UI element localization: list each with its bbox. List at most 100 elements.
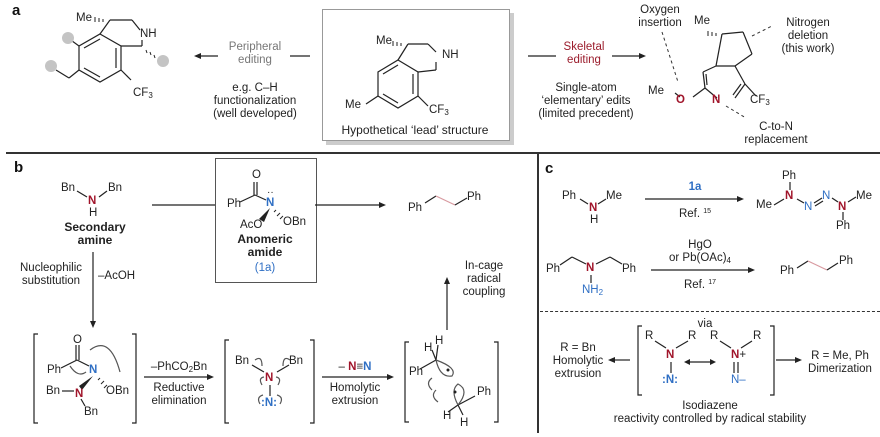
rxn1-me: Me bbox=[606, 190, 622, 202]
lead-atom-me2: Me bbox=[345, 99, 361, 111]
int1-n-amide: N bbox=[89, 364, 98, 376]
int3-ph-right: Ph bbox=[477, 386, 492, 398]
int2-bn-right: Bn bbox=[289, 355, 304, 367]
rxn2-product-ph-left: Ph bbox=[780, 265, 795, 277]
step3-reagent: – N≡N bbox=[338, 361, 372, 373]
edited-atom-o: O bbox=[676, 94, 685, 106]
anomeric-amide-id: (1a) bbox=[254, 262, 276, 274]
int1-ph: Ph bbox=[47, 364, 62, 376]
lead-atom-nh: NH bbox=[442, 49, 459, 61]
rxn2-product-ph-right: Ph bbox=[839, 255, 854, 267]
rxn2-ref: Ref. 17 bbox=[683, 279, 717, 291]
amide-lone-pair: ·· bbox=[267, 187, 274, 198]
atom-me: Me bbox=[76, 12, 92, 24]
edited-atom-me2: Me bbox=[648, 85, 664, 97]
tetrazene-n2: N bbox=[804, 201, 813, 213]
int1-o: O bbox=[73, 334, 82, 346]
int1-n-amine: N bbox=[75, 388, 84, 400]
int3-ph-left: Ph bbox=[409, 366, 424, 378]
int3-h4: H bbox=[460, 417, 469, 429]
edited-atom-n: N bbox=[712, 94, 721, 106]
int2-n: N bbox=[265, 372, 274, 384]
lead-structure-box bbox=[322, 9, 510, 141]
tetrazene-me-left: Me bbox=[756, 199, 772, 211]
rxn1-ref: Ref. 15 bbox=[678, 208, 712, 220]
int1-bn-left: Bn bbox=[46, 385, 61, 397]
iso-n3: N+ bbox=[731, 349, 747, 361]
rxn2-ph-right: Ph bbox=[622, 263, 637, 275]
amide-obn: OBn bbox=[283, 216, 307, 228]
panel-c-label: c bbox=[545, 160, 554, 177]
rxn2-n: N bbox=[586, 262, 595, 274]
rxn1-n: N bbox=[589, 202, 598, 214]
step2-reagent: –PhCO2Bn bbox=[150, 361, 208, 374]
atom-nh: NH bbox=[140, 28, 157, 40]
vertical-divider bbox=[537, 153, 539, 433]
int3-h2: H bbox=[435, 335, 444, 347]
product-ph-left: Ph bbox=[408, 202, 423, 214]
modification-dot bbox=[45, 60, 57, 72]
tetrazene-ph-bottom: Ph bbox=[836, 220, 851, 232]
amide-aco: AcO bbox=[240, 219, 263, 231]
int3-h1: H bbox=[424, 342, 433, 354]
horizontal-divider bbox=[6, 152, 880, 154]
lead-atom-me: Me bbox=[376, 35, 392, 47]
amide-o: O bbox=[252, 169, 261, 181]
amide-n: N bbox=[266, 197, 275, 209]
tetrazene-ph-top: Ph bbox=[782, 170, 797, 182]
int1-obn: OBn bbox=[106, 385, 130, 397]
lead-structure-caption: Hypothetical ‘lead’ structure bbox=[341, 123, 489, 137]
rxn2-nh2: NH2 bbox=[582, 284, 604, 297]
dashed-divider bbox=[540, 311, 880, 312]
amide-ph: Ph bbox=[227, 198, 242, 210]
amine-n: N bbox=[88, 195, 97, 207]
via-label: via bbox=[697, 318, 713, 330]
tetrazene-n1: N bbox=[785, 190, 794, 202]
tetrazene-n4: N bbox=[838, 201, 847, 213]
lead-atom-cf3: CF3 bbox=[429, 104, 449, 117]
iso-n2: :N: bbox=[662, 374, 678, 386]
iso-n4: N– bbox=[731, 374, 746, 386]
edited-atom-me: Me bbox=[694, 15, 710, 27]
iso-r2: R bbox=[688, 330, 697, 342]
atom-cf3: CF3 bbox=[133, 87, 153, 100]
rxn2-ph-left: Ph bbox=[546, 263, 561, 275]
tetrazene-me-right: Me bbox=[856, 190, 872, 202]
rxn1-ph: Ph bbox=[562, 190, 577, 202]
modification-dot bbox=[157, 55, 169, 67]
int3-h3: H bbox=[443, 410, 452, 422]
amine-bn-right: Bn bbox=[108, 182, 123, 194]
tetrazene-n3: N bbox=[822, 190, 831, 202]
anomeric-amide-box bbox=[215, 158, 317, 283]
int2-n2: :N: bbox=[261, 397, 277, 409]
iso-r4: R bbox=[753, 330, 762, 342]
panel-a-label: a bbox=[12, 2, 21, 19]
panel-b-label: b bbox=[14, 159, 24, 176]
